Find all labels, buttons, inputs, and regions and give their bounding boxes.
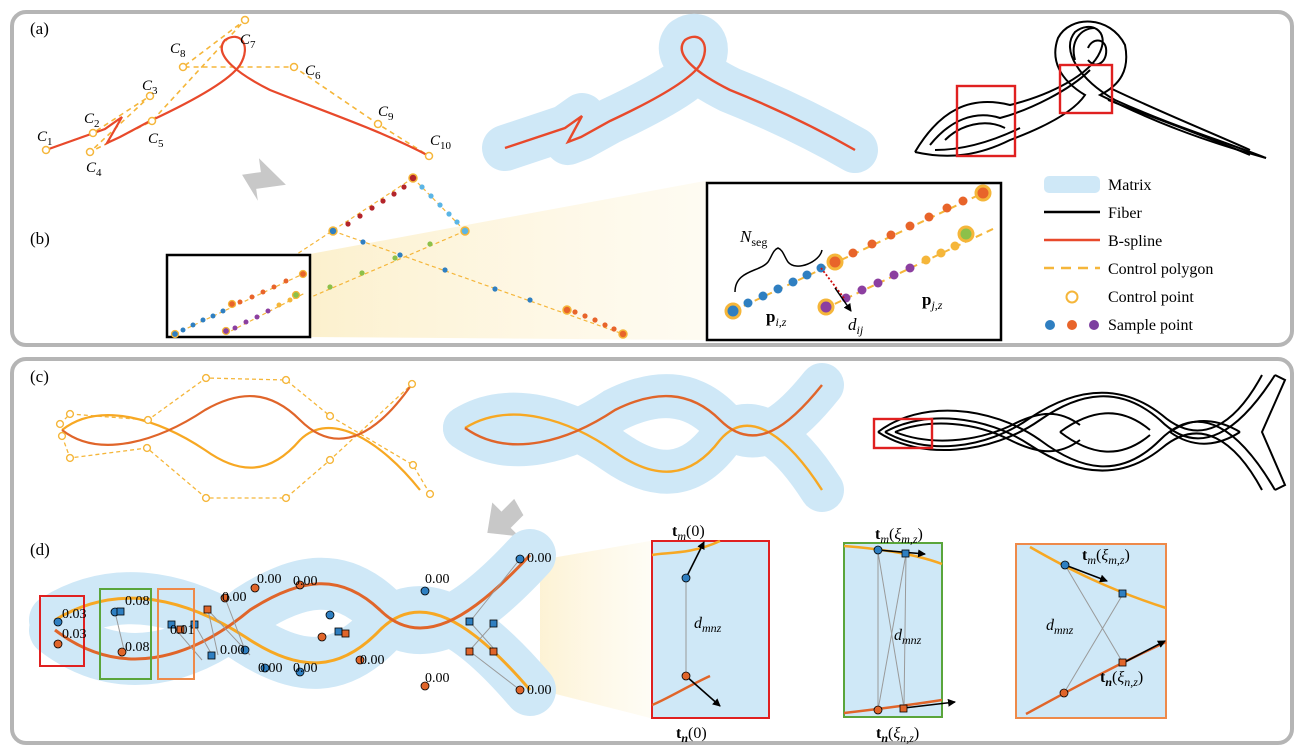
- control-label-c3: C3: [142, 78, 158, 97]
- legend-matrix-swatch: [1044, 176, 1100, 193]
- distance-value: 0.08: [125, 640, 150, 655]
- nseg-brace: [734, 247, 823, 293]
- svg-text:dmnz: dmnz: [1046, 617, 1074, 637]
- control-label-c6: C6: [305, 63, 321, 82]
- matrix-with-bsplines-c: [443, 363, 844, 512]
- svg-text:dmnz: dmnz: [894, 627, 922, 647]
- inset-box-b-large: Nseg pi,z pj,z dij: [705, 181, 1003, 342]
- control-label-c10: C10: [430, 133, 452, 152]
- panel-label-b: (b): [30, 229, 50, 248]
- control-label-c8: C8: [170, 41, 186, 60]
- control-label-c9: C9: [378, 104, 394, 123]
- inset-box-b-small: [165, 253, 312, 339]
- control-label-c1: C1: [37, 129, 53, 148]
- control-points-a: [41, 15, 434, 161]
- distance-value: 0.00: [360, 653, 385, 668]
- svg-text:tm(ξm,z): tm(ξm,z): [1082, 547, 1130, 567]
- inset-d-green: dmnz tm(ξm,z) tn(ξn,z): [843, 526, 956, 745]
- nseg-label: Nseg: [739, 227, 767, 249]
- legend-matrix-label: Matrix: [1108, 177, 1152, 194]
- distance-value: 0.00: [257, 572, 282, 587]
- legend-sample-point-label: Sample point: [1108, 317, 1193, 334]
- control-label-c4: C4: [86, 160, 102, 179]
- fiber-model-a: [914, 20, 1267, 159]
- pj-label: pj,z: [922, 290, 943, 312]
- svg-text:tn(0): tn(0): [676, 725, 707, 745]
- legend-control-point-swatch: [1065, 290, 1079, 304]
- gray-arrow-cd: [487, 498, 524, 537]
- panel-label-c: (c): [30, 367, 49, 386]
- zoom-box-orange-d: [157, 588, 195, 680]
- inset-d-red: dmnz tm(0) tn(0): [651, 523, 770, 745]
- bspline-with-control-polygon-a: C1 C2 C3 C4 C5 C6 C7 C8 C9 C10: [37, 15, 452, 179]
- inset-d-orange: dmnz tm(ξm,z) tn(ξn,z): [1015, 543, 1167, 719]
- zoom-box-red-a1: [955, 84, 1017, 158]
- legend-fiber-label: Fiber: [1108, 205, 1142, 222]
- svg-text:tm(ξm,z): tm(ξm,z): [875, 526, 923, 546]
- distance-value: 0.00: [527, 683, 552, 698]
- panel-label-d: (d): [30, 540, 50, 559]
- zoom-box-green-d: [99, 588, 152, 680]
- distance-value: 0.08: [125, 594, 150, 609]
- fiber-model-c: [877, 374, 1287, 491]
- matrix-with-bspline-a: [482, 13, 878, 173]
- distance-value: 0.00: [425, 671, 450, 686]
- distance-value: 0.00: [293, 661, 318, 676]
- dij-label: dij: [848, 315, 864, 337]
- sample-pairs-d: 0.03 0.03 0.08 0.08 0.01 0.00 0.00 0.00 …: [29, 529, 650, 718]
- legend-control-polygon-label: Control polygon: [1108, 261, 1213, 278]
- control-label-c2: C2: [84, 111, 100, 130]
- svg-text:tn(ξn,z): tn(ξn,z): [1100, 669, 1143, 689]
- bspline-curve-a: [45, 35, 430, 157]
- legend-bspline-label: B-spline: [1108, 233, 1162, 250]
- zoom-box-red-d: [39, 595, 85, 667]
- zoom-box-red-a2: [1058, 63, 1114, 115]
- zoom-box-red-c: [872, 417, 934, 450]
- control-polygon-a: [45, 19, 430, 157]
- gray-arrow-ab: [242, 158, 286, 201]
- control-label-c7: C7: [240, 32, 256, 51]
- panel-frame-top: [10, 10, 1294, 347]
- svg-text:tn(ξn,z): tn(ξn,z): [876, 725, 919, 745]
- bsplines-with-control-polygons-c: [55, 373, 435, 503]
- distance-value: 0.03: [62, 607, 87, 622]
- panel-label-a: (a): [30, 19, 49, 38]
- distance-value: 0.01: [170, 623, 195, 638]
- distance-value: 0.00: [220, 643, 245, 658]
- pi-label: pi,z: [766, 307, 787, 329]
- panel-frame-bottom: [10, 357, 1294, 745]
- distance-value: 0.00: [527, 551, 552, 566]
- distance-value: 0.00: [222, 590, 247, 605]
- svg-text:tm(0): tm(0): [672, 523, 705, 543]
- legend: Matrix Fiber B-spline Control polygon Co…: [1044, 176, 1213, 334]
- svg-text:dmnz: dmnz: [694, 615, 722, 635]
- legend-control-point-label: Control point: [1108, 289, 1194, 306]
- distance-value: 0.00: [293, 574, 318, 589]
- distance-value: 0.03: [62, 627, 87, 642]
- distance-value: 0.00: [425, 572, 450, 587]
- control-label-c5: C5: [148, 131, 164, 150]
- distance-value: 0.00: [258, 661, 283, 676]
